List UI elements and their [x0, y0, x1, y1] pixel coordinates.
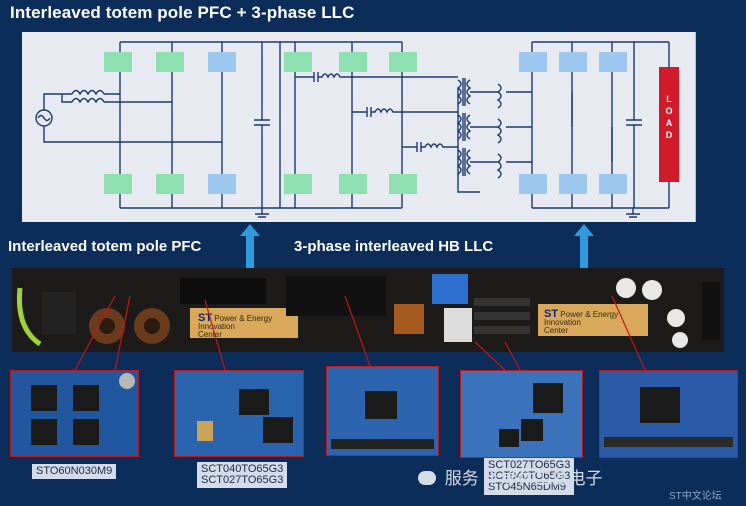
pfc-arrow-icon: [240, 224, 260, 270]
board-photo: ST Power & Energy Innovation Center ST P…: [12, 268, 724, 352]
photo-sticker-1: ST Power & Energy Innovation Center: [198, 312, 273, 339]
board-closeup-pfc-high: [174, 370, 304, 457]
board-closeup-sr-controller: [599, 370, 738, 458]
load-block: [659, 67, 679, 182]
transformer-2: [456, 113, 472, 141]
board-closeup-controller: [326, 366, 439, 456]
pfc-switches-bottom: [104, 174, 236, 194]
page-title: Interleaved totem pole PFC + 3-phase LLC: [10, 3, 355, 22]
resonant-tank-2: [352, 107, 458, 117]
part-label-llc-primary: SCT027TO65G3 SCT040TO65G3 STO45N65DM9: [484, 458, 575, 495]
pfc-bus-capacitor: [254, 42, 270, 208]
llc-section-label: 3-phase interleaved HB LLC: [294, 238, 494, 255]
sr-switches-top: [519, 52, 627, 72]
output-capacitor: [626, 42, 642, 208]
wechat-icon: [418, 471, 436, 485]
board-closeup-llc-primary: [460, 370, 583, 458]
resonant-tank-1: [295, 72, 458, 82]
board-photo-graphic: [12, 268, 724, 352]
part-label-pfc-high: SCT040TO65G3 SCT027TO65G3: [197, 462, 288, 488]
llc-primary-switches-top: [284, 52, 417, 72]
pfc-inductor-1: [71, 89, 105, 96]
part-label-pfc-low: STO60N030M9: [32, 464, 117, 479]
watermark-sub: ST中文论坛: [669, 491, 722, 502]
transformer-1: [456, 78, 472, 106]
photo-sticker-2: ST Power & Energy Innovation Center: [544, 308, 619, 335]
sr-switches-bottom: [519, 174, 627, 194]
resonant-tank-3: [402, 142, 458, 152]
llc-arrow-icon: [574, 224, 594, 270]
watermark: 服务 半导体工业电子: [418, 464, 602, 489]
pfc-switches-top: [104, 52, 236, 72]
transformer-3: [456, 148, 472, 176]
pfc-inductor-2: [71, 97, 105, 104]
board-closeup-pfc-low: [10, 370, 139, 457]
llc-primary-switches-bottom: [284, 174, 417, 194]
pfc-section-label: Interleaved totem pole PFC: [8, 238, 202, 255]
